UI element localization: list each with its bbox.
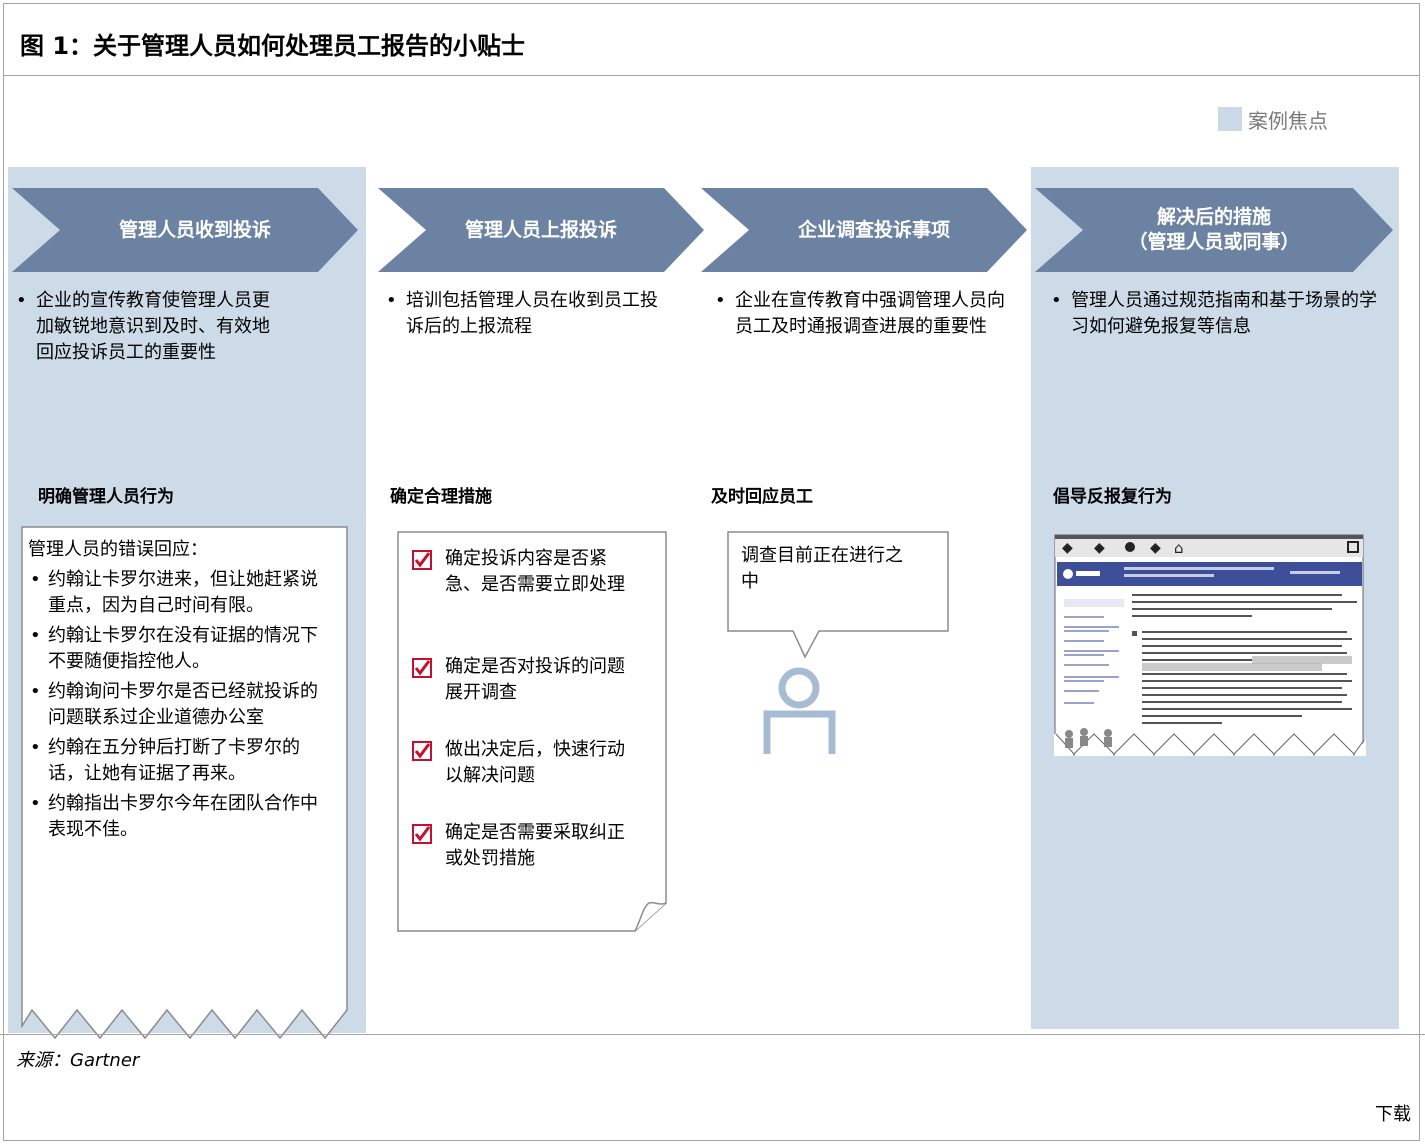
list-item: •约翰在五分钟后打断了卡罗尔的话，让她有证据了再来。 (30, 737, 300, 784)
source-note: 来源：Gartner (16, 1050, 140, 1071)
step-2-section-label: 确定合理措施 (390, 487, 492, 507)
footer-divider (0, 1034, 1425, 1035)
bullet-dot-icon: • (1051, 290, 1062, 311)
list-item: •约翰指出卡罗尔今年在团队合作中表现不佳。 (30, 793, 318, 840)
step-4-title: 解决后的措施 （管理人员或同事） (1035, 188, 1423, 272)
step-4-title-line2: （管理人员或同事） (1128, 231, 1300, 253)
bullet-dot-icon: • (16, 290, 27, 311)
step-2-arrow: 管理人员上报投诉 (378, 188, 704, 272)
step-1-arrow: 管理人员收到投诉 (12, 188, 358, 272)
step-1-section-label: 明确管理人员行为 (38, 487, 174, 507)
step-1-bullet: • 企业的宣传教育使管理人员更加敏锐地意识到及时、有效地回应投诉员工的重要性 (16, 290, 270, 363)
checkbox-checked-icon (412, 550, 432, 570)
download-link[interactable]: 下载 (1375, 1104, 1411, 1125)
step-1-title: 管理人员收到投诉 (118, 218, 271, 241)
figure-frame: 图 1：关于管理人员如何处理员工报告的小贴士 (3, 3, 1420, 1141)
chevron-arrow-icon (1035, 188, 1393, 272)
legend-swatch (1218, 107, 1242, 131)
figure-title: 图 1：关于管理人员如何处理员工报告的小贴士 (20, 32, 526, 60)
intranet-page-thumbnail: ◆ ◆ ◆ ⌂ (1054, 534, 1366, 756)
step-3-section-label: 及时回应员工 (711, 487, 813, 507)
wrong-responses-text: 管理人员的错误回应： •约翰让卡罗尔进来，但让她赶紧说重点，因为自己时间有限。 … (28, 537, 333, 843)
torn-paper-card (21, 526, 348, 1040)
checklist-item-3: 做出决定后，快速行动以解决问题 (412, 737, 632, 789)
checkbox-checked-icon (412, 658, 432, 678)
step-3-title: 企业调查投诉事项 (797, 218, 950, 241)
speech-bubble-text: 调查目前正在进行之中 (741, 545, 903, 592)
step-4-bullet: • 管理人员通过规范指南和基于场景的学习如何避免报复等信息 (1051, 290, 1377, 337)
list-item: •约翰让卡罗尔在没有证据的情况下不要随便指控他人。 (30, 625, 318, 672)
wrong-responses-heading: 管理人员的错误回应： (28, 539, 208, 560)
svg-text:◆: ◆ (1094, 540, 1105, 556)
person-icon (763, 667, 836, 754)
step-4-title-line1: 解决后的措施 (1156, 206, 1271, 228)
step-2-title: 管理人员上报投诉 (464, 218, 617, 241)
step-3-bullet: • 企业在宣传教育中强调管理人员向员工及时通报调查进展的重要性 (715, 290, 1005, 337)
chevron-arrow-icon (378, 188, 704, 272)
list-item: •约翰询问卡罗尔是否已经就投诉的问题联系过企业道德办公室 (30, 681, 318, 728)
list-item: •约翰让卡罗尔进来，但让她赶紧说重点，因为自己时间有限。 (30, 569, 318, 616)
wrong-responses-list: •约翰让卡罗尔进来，但让她赶紧说重点，因为自己时间有限。 •约翰让卡罗尔在没有证… (28, 567, 333, 843)
step-3-arrow: 企业调查投诉事项 (701, 188, 1027, 272)
svg-text:◆: ◆ (1062, 540, 1073, 556)
chevron-arrow-icon (12, 188, 358, 272)
legend-label: 案例焦点 (1248, 108, 1328, 133)
bullet-dot-icon: • (715, 290, 726, 311)
speech-bubble (727, 531, 949, 659)
checklist-item-1: 确定投诉内容是否紧急、是否需要立即处理 (412, 546, 632, 598)
checkbox-checked-icon (412, 824, 432, 844)
bullet-dot-icon: • (386, 290, 397, 311)
svg-text:◆: ◆ (1150, 540, 1161, 556)
chevron-arrow-icon (701, 188, 1027, 272)
step-4-arrow: 解决后的措施 （管理人员或同事） (1035, 188, 1393, 272)
svg-text:⌂: ⌂ (1174, 539, 1184, 557)
legend: 案例焦点 (1218, 106, 1328, 133)
checklist-item-4: 确定是否需要采取纠正或处罚措施 (412, 820, 632, 872)
checklist-page (397, 531, 667, 932)
title-bar: 图 1：关于管理人员如何处理员工报告的小贴士 (4, 4, 1419, 76)
step-4-section-label: 倡导反报复行为 (1053, 487, 1172, 507)
checklist-item-2: 确定是否对投诉的问题展开调查 (412, 654, 632, 706)
checkbox-checked-icon (412, 741, 432, 761)
step-2-bullet: • 培训包括管理人员在收到员工投诉后的上报流程 (386, 290, 658, 337)
